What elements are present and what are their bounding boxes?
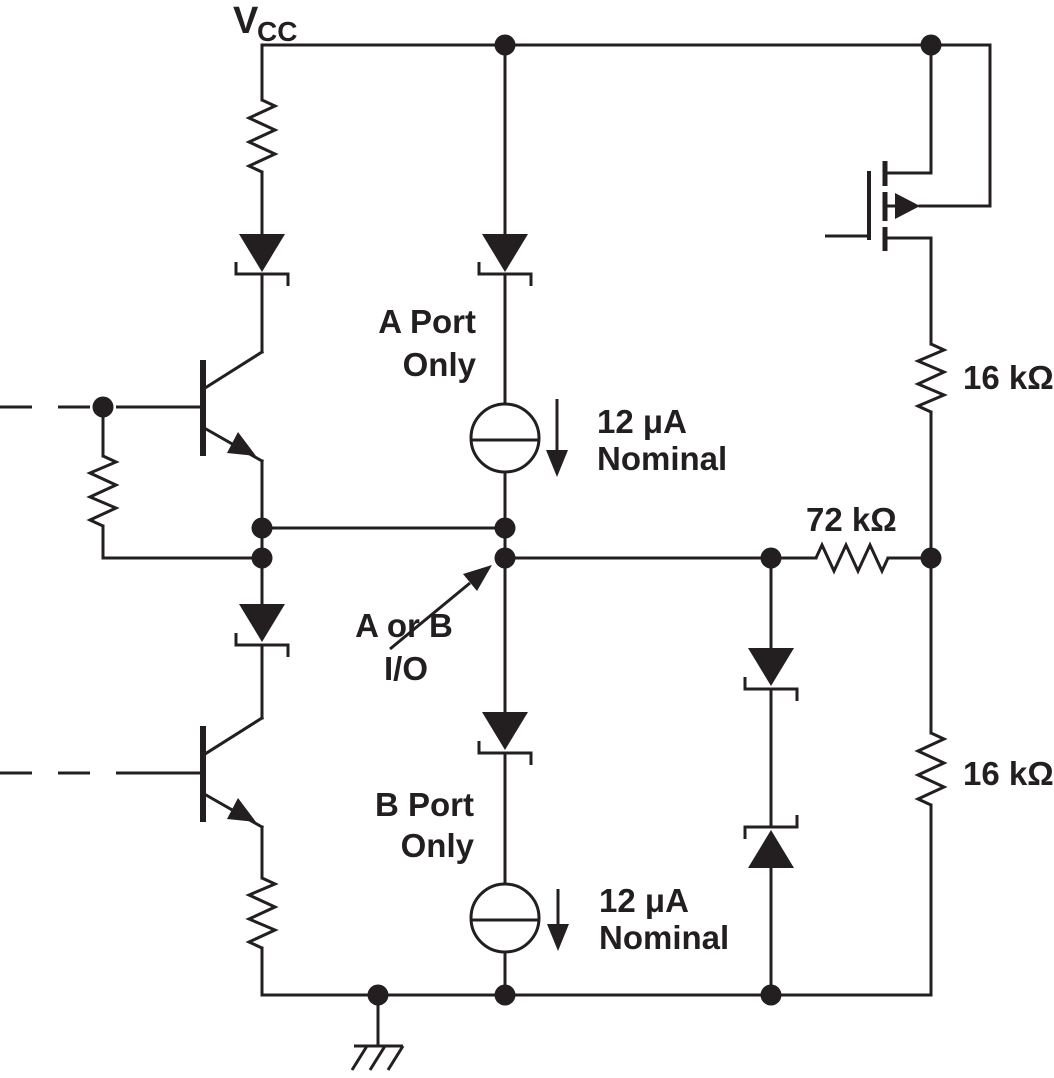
resistor-16k-bottom [914, 731, 948, 807]
current-direction-arrow-head [546, 450, 568, 477]
resistor-16k-top-label: 16 kΩ [963, 359, 1054, 396]
junction-dot [760, 984, 782, 1006]
schottky-clamp-diode-down [743, 648, 799, 701]
current-a-label-line2: Nominal [597, 440, 727, 477]
a-port-label-line2: Only [403, 346, 477, 383]
npn-transistor-lower [200, 726, 256, 822]
schottky-diode-left-mid [234, 604, 290, 657]
io-pointer-head [463, 565, 492, 591]
diode-cathode-bar [477, 741, 533, 765]
junction-dot [920, 547, 942, 569]
ground-hatch [368, 1045, 387, 1071]
vcc-label-main: V [233, 0, 259, 42]
resistor-base-bias [86, 454, 120, 528]
resistor-16k-top [914, 342, 948, 414]
diode-triangle [482, 712, 528, 750]
diodes [234, 234, 799, 868]
ground-hatch [386, 1045, 405, 1071]
vcc-label-subscript: CC [257, 16, 297, 47]
npn-emitter-arrow [227, 798, 256, 822]
ground-symbol [350, 995, 405, 1071]
current-source-a [469, 399, 568, 477]
resistor-16k-bottom-label: 16 kΩ [963, 755, 1054, 792]
schottky-clamp-diode-up [743, 815, 799, 868]
current-source-circle [469, 882, 541, 954]
io-pointer-arrow [389, 565, 492, 651]
pmos-transistor [825, 161, 931, 251]
schottky-diode-center-mid [477, 712, 533, 765]
junction-dots [92, 34, 942, 1006]
diode-cathode-bar [234, 262, 290, 286]
diode-triangle [748, 648, 794, 686]
junction-dot [494, 517, 516, 539]
npn-upper-collector-wire [202, 349, 265, 391]
vcc-rail-wire [260, 43, 992, 208]
diode-cathode-bar [743, 815, 799, 839]
resistors [86, 98, 948, 950]
junction-dot-io-node [494, 547, 516, 569]
npn-emitter-arrow [227, 432, 256, 456]
junction-dot [920, 34, 942, 56]
resistor-emitter-lower [245, 876, 279, 950]
current-b-label-line1: 12 μA [599, 882, 689, 919]
current-b-label-line2: Nominal [599, 919, 729, 956]
junction-dot [760, 547, 782, 569]
b-port-label-line2: Only [401, 827, 475, 864]
current-direction-arrow-head [547, 924, 569, 951]
diode-cathode-bar [477, 262, 533, 286]
junction-dot [494, 34, 516, 56]
diode-triangle [239, 604, 285, 642]
ground-hatch [350, 1045, 369, 1071]
diode-triangle [482, 234, 528, 272]
resistor-72k-label: 72 kΩ [806, 501, 897, 538]
io-pointer-shaft [389, 581, 471, 651]
diode-triangle [239, 234, 285, 272]
current-a-label-line1: 12 μA [597, 403, 687, 440]
current-source-b [469, 882, 569, 954]
current-source-circle [469, 402, 541, 474]
io-label-line1: A or B [355, 607, 453, 644]
diode-triangle [748, 830, 794, 868]
labels: V CC A Port Only 12 μA Nominal A or B I/… [233, 0, 1054, 956]
npn-transistor-upper [200, 360, 256, 456]
junction-dot [494, 984, 516, 1006]
junction-dot [367, 984, 389, 1006]
schottky-diode-left-top [234, 234, 290, 286]
schottky-diode-center-top [477, 234, 533, 286]
npn-lower-collector-wire [202, 715, 265, 757]
a-port-label-line1: A Port [378, 303, 476, 340]
b-port-label-line1: B Port [375, 786, 474, 823]
diode-cathode-bar [234, 633, 290, 657]
junction-dot [92, 396, 114, 418]
resistor-72k-series [814, 541, 890, 575]
diode-cathode-bar [743, 677, 799, 701]
junction-dot [251, 517, 273, 539]
junction-dot [251, 547, 273, 569]
io-label-line2: I/O [384, 650, 428, 687]
resistor-pullup-left [245, 98, 279, 174]
mosfet-body-arrow [895, 193, 920, 219]
